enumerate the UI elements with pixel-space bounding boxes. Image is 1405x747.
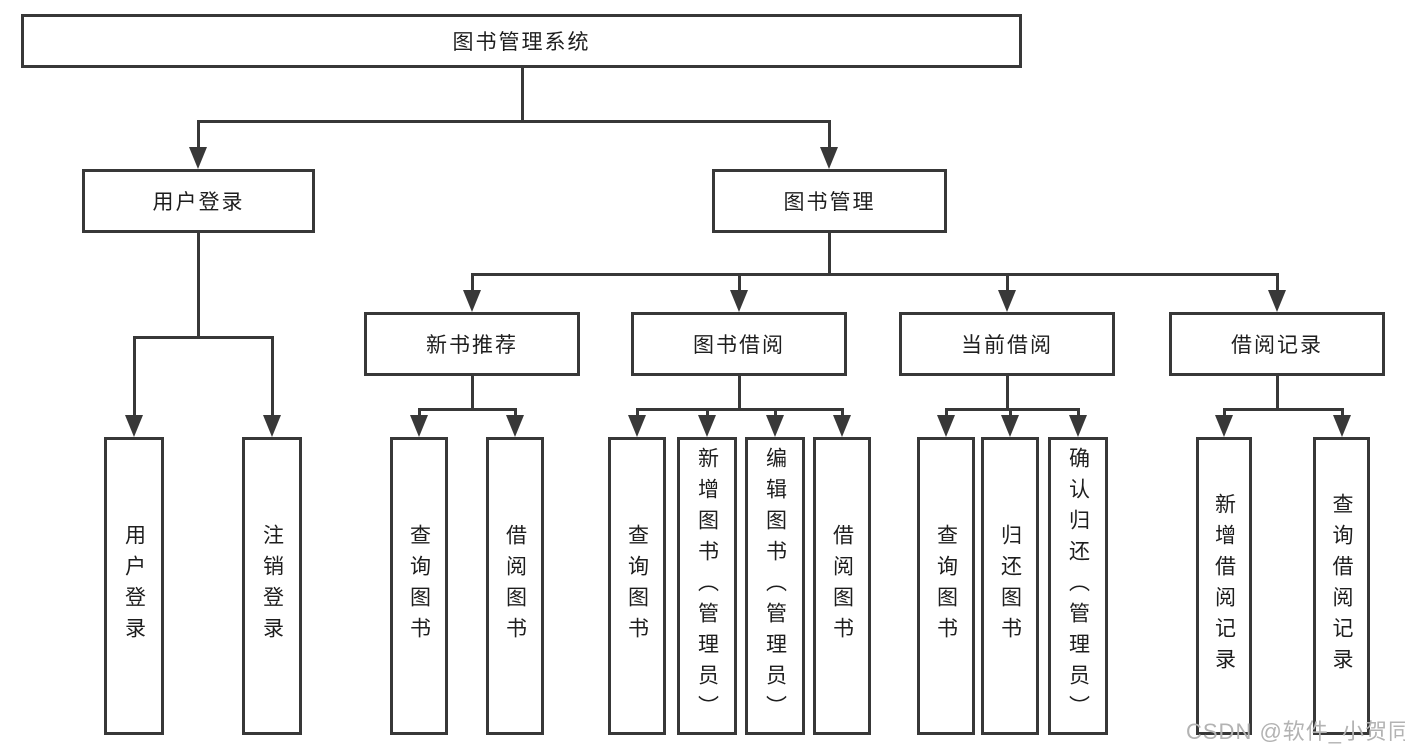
- connector-line: [828, 233, 831, 275]
- arrowhead-down-icon: [125, 415, 143, 437]
- leaf-borrow-query-books: 查询图书: [608, 437, 666, 735]
- connector-line: [774, 408, 777, 417]
- leaf-label: 归还图书: [998, 524, 1022, 648]
- node-label: 图书管理: [783, 191, 876, 214]
- node-borrow-records: 借阅记录: [1169, 312, 1385, 376]
- arrowhead-down-icon: [730, 290, 748, 312]
- leaf-borrow-borrow-books: 借阅图书: [813, 437, 871, 735]
- leaf-label: 确认归还（管理员）: [1066, 446, 1090, 726]
- leaf-label: 编辑图书（管理员）: [763, 446, 787, 726]
- connector-line: [514, 408, 517, 417]
- connector-line: [1341, 408, 1344, 417]
- arrowhead-down-icon: [820, 147, 838, 169]
- arrowhead-down-icon: [1001, 415, 1019, 437]
- connector-line: [521, 68, 524, 120]
- arrowhead-down-icon: [698, 415, 716, 437]
- arrowhead-down-icon: [628, 415, 646, 437]
- connector-line: [197, 120, 831, 123]
- connector-line: [636, 408, 639, 417]
- leaf-current-confirm-return-admin: 确认归还（管理员）: [1048, 437, 1108, 735]
- leaf-label: 查询图书: [407, 524, 431, 648]
- leaf-label: 查询借阅记录: [1330, 493, 1353, 679]
- arrowhead-down-icon: [263, 415, 281, 437]
- leaf-add-borrow-record: 新增借阅记录: [1196, 437, 1252, 735]
- arrowhead-down-icon: [1333, 415, 1351, 437]
- leaf-newbook-borrow-books: 借阅图书: [486, 437, 544, 735]
- arrowhead-down-icon: [998, 290, 1016, 312]
- connector-line: [418, 408, 421, 417]
- arrowhead-down-icon: [937, 415, 955, 437]
- connector-line: [133, 336, 274, 339]
- connector-line: [738, 376, 741, 410]
- node-book-borrowing: 图书借阅: [631, 312, 847, 376]
- connector-line: [1077, 408, 1080, 417]
- connector-line: [271, 336, 274, 417]
- connector-line: [471, 376, 474, 410]
- connector-line: [828, 120, 831, 149]
- connector-line: [1006, 376, 1009, 410]
- arrowhead-down-icon: [1069, 415, 1087, 437]
- connector-line: [1223, 408, 1344, 411]
- arrowhead-down-icon: [766, 415, 784, 437]
- leaf-logout: 注销登录: [242, 437, 302, 735]
- leaf-label: 借阅图书: [503, 524, 527, 648]
- node-label: 用户登录: [152, 191, 245, 214]
- connector-line: [1276, 376, 1279, 410]
- connector-line: [841, 408, 844, 417]
- connector-line: [1276, 273, 1279, 292]
- node-label: 图书借阅: [693, 334, 785, 357]
- connector-line: [945, 408, 948, 417]
- leaf-current-return-books: 归还图书: [981, 437, 1039, 735]
- node-label: 新书推荐: [426, 334, 518, 357]
- connector-line: [418, 408, 517, 411]
- connector-line: [1009, 408, 1012, 417]
- connector-line: [1223, 408, 1226, 417]
- arrowhead-down-icon: [1268, 290, 1286, 312]
- arrowhead-down-icon: [1215, 415, 1233, 437]
- node-new-book-recommend: 新书推荐: [364, 312, 580, 376]
- watermark: CSDN @软件_小贺同学: [1186, 719, 1405, 744]
- node-label: 图书管理系统: [452, 31, 591, 54]
- leaf-label: 新增借阅记录: [1212, 493, 1236, 679]
- connector-line: [133, 336, 136, 417]
- leaf-current-query-books: 查询图书: [917, 437, 975, 735]
- connector-line: [197, 120, 200, 149]
- arrowhead-down-icon: [189, 147, 207, 169]
- leaf-label: 查询图书: [934, 524, 958, 648]
- node-library-system: 图书管理系统: [21, 14, 1022, 68]
- connector-line: [738, 273, 741, 292]
- arrowhead-down-icon: [410, 415, 428, 437]
- connector-line: [471, 273, 1279, 276]
- connector-line: [706, 408, 709, 417]
- leaf-label: 查询图书: [625, 524, 649, 648]
- leaf-query-borrow-record: 查询借阅记录: [1313, 437, 1370, 735]
- node-label: 当前借阅: [961, 334, 1053, 357]
- leaf-label: 用户登录: [122, 524, 146, 648]
- connector-line: [197, 233, 200, 336]
- arrowhead-down-icon: [833, 415, 851, 437]
- leaf-borrow-add-books-admin: 新增图书（管理员）: [677, 437, 737, 735]
- connector-line: [636, 408, 844, 411]
- node-label: 借阅记录: [1231, 334, 1323, 357]
- node-book-management: 图书管理: [712, 169, 947, 233]
- node-user-login: 用户登录: [82, 169, 315, 233]
- leaf-borrow-edit-books-admin: 编辑图书（管理员）: [745, 437, 805, 735]
- leaf-label: 新增图书（管理员）: [695, 446, 719, 726]
- leaf-label: 借阅图书: [830, 524, 854, 648]
- leaf-user-login: 用户登录: [104, 437, 164, 735]
- arrowhead-down-icon: [463, 290, 481, 312]
- connector-line: [1006, 273, 1009, 292]
- leaf-newbook-query-books: 查询图书: [390, 437, 448, 735]
- node-current-borrowing: 当前借阅: [899, 312, 1115, 376]
- leaf-label: 注销登录: [260, 524, 284, 648]
- connector-line: [471, 273, 474, 292]
- connector-line: [945, 408, 1080, 411]
- arrowhead-down-icon: [506, 415, 524, 437]
